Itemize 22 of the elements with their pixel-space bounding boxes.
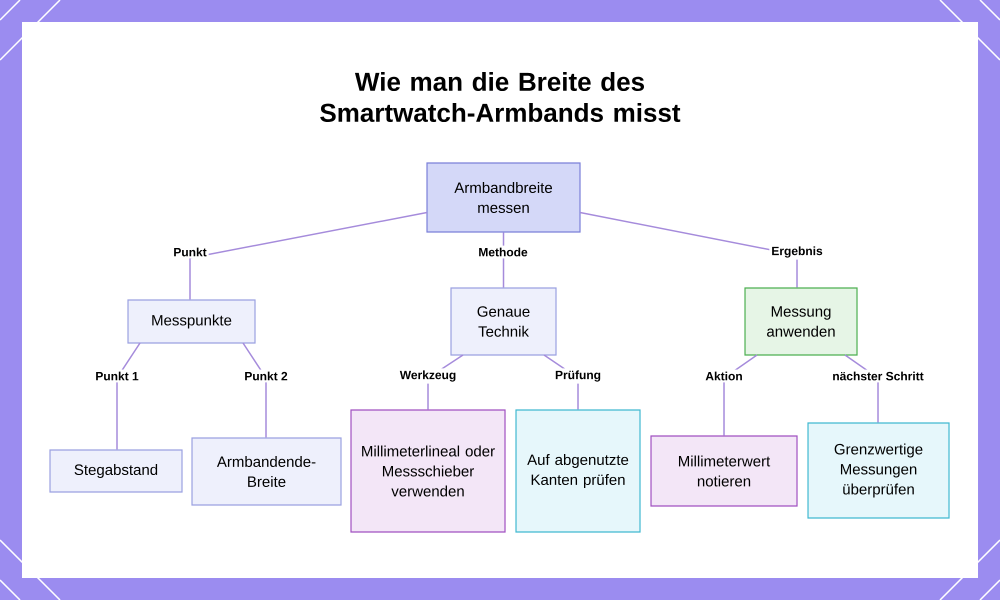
process-box: Millimeterlineal oder Messschieber verwenden — [350, 409, 506, 533]
connector-line — [189, 212, 428, 300]
connector-line — [116, 342, 141, 450]
edge-label: Werkzeug — [398, 368, 458, 384]
edge-label: nächster Schritt — [830, 370, 926, 382]
process-box: Armbandbreite messen — [426, 162, 581, 233]
process-box: Armbandende-Breite — [191, 437, 342, 506]
edge-label: Methode — [476, 246, 530, 258]
edge-label: Prüfung — [553, 368, 603, 384]
process-box: Messung anwenden — [744, 287, 858, 356]
process-box: Stegabstand — [49, 449, 183, 493]
process-box: Genaue Technik — [450, 287, 557, 356]
title: Wie man die Breite des Smartwatch-Armbands misst — [320, 72, 680, 122]
edge-label: Punkt 2 — [242, 370, 290, 382]
process-box: Messpunkte — [127, 299, 256, 344]
edge-label: Punkt 1 — [93, 370, 141, 382]
process-box: Grenzwertige Messungen überprüfen — [807, 422, 950, 519]
edge-label: Ergebnis — [769, 244, 825, 260]
edge-label: Punkt — [171, 246, 209, 258]
process-box: Auf abgenutzte Kanten prüfen — [515, 409, 641, 533]
edge-label: Aktion — [703, 370, 745, 382]
process-box: Millimeterwert notieren — [650, 435, 798, 507]
